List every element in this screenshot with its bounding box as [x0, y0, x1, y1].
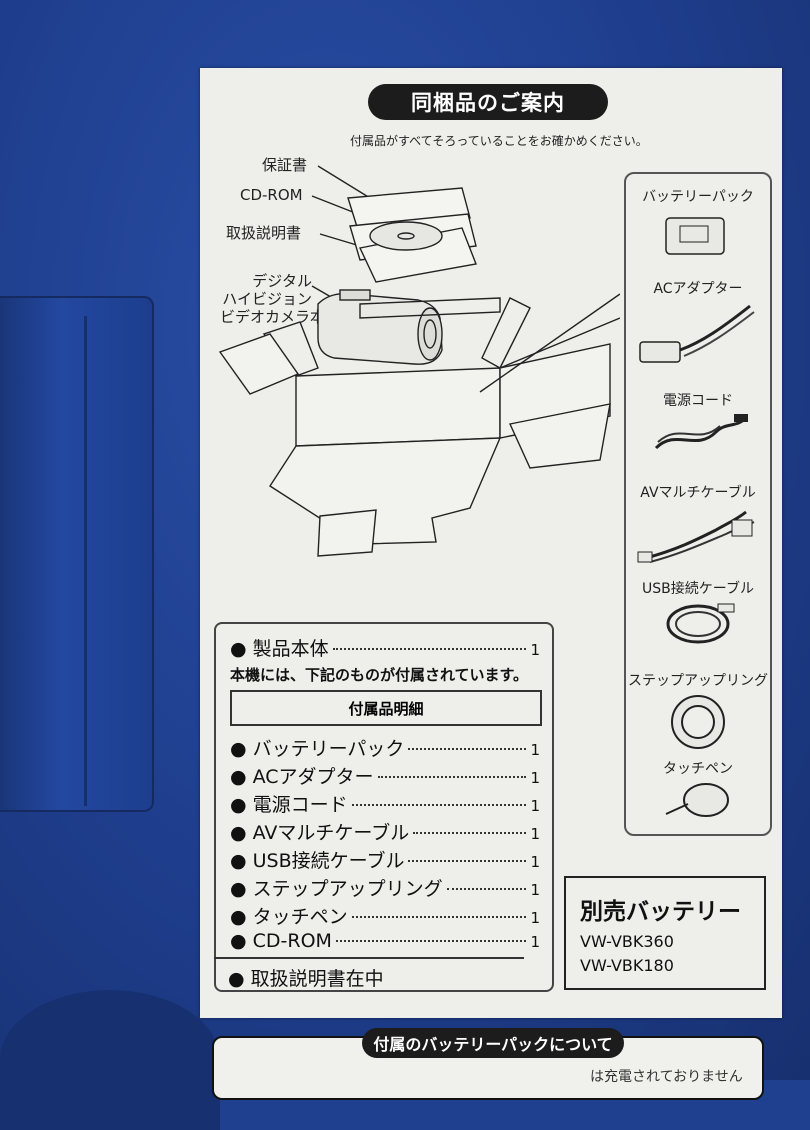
step-up-ring-icon: [671, 695, 725, 749]
contents-list-box: ● 製品本体 1 本機には、下記のものが付属されています。 付属品明細 ● バッ…: [214, 622, 554, 992]
list-item: ● ステップアップリング 1: [230, 874, 540, 901]
main-item-qty: 1: [530, 641, 540, 659]
contents-info-card: 同梱品のご案内 付属品がすべてそろっていることをお確かめください。 保証書 CD…: [200, 68, 782, 1018]
card-title: 同梱品のご案内: [368, 84, 608, 120]
list-item-qty: 1: [530, 797, 540, 815]
label-camera-line1: デジタル: [252, 272, 312, 290]
list-item-label: ● ステップアップリング: [230, 878, 443, 900]
battery-notice-box: 付属のバッテリーパックについて は充電されておりません: [212, 1028, 764, 1100]
acc-label-ac-adapter: ACアダプター: [653, 281, 743, 297]
list-item: ● ACアダプター 1: [230, 762, 540, 789]
list-item-qty: 1: [530, 881, 540, 899]
list-item-label: ● AVマルチケーブル: [230, 822, 410, 844]
battery-pack-icon: [665, 217, 725, 255]
flap-fold-line: [84, 316, 87, 806]
dotted-leader: [351, 916, 527, 918]
manual-included-text: ● 取扱説明書在中: [228, 968, 384, 990]
touch-pen-icon: [665, 783, 729, 817]
acc-label-usb-cable: USB接続ケーブル: [642, 581, 754, 597]
label-warranty: 保証書: [262, 156, 308, 174]
battery-notice-text: は充電されておりません: [590, 1069, 743, 1085]
usb-cable-icon: [666, 603, 735, 644]
box-side-flap: [0, 296, 154, 812]
battery-notice-title: 付属のバッテリーパックについて: [362, 1028, 624, 1058]
label-camera-line2: ハイビジョン: [222, 290, 312, 308]
contents-intro: 本機には、下記のものが付属されています。: [230, 666, 529, 684]
label-cdrom: CD-ROM: [240, 186, 303, 204]
list-item-qty: 1: [530, 909, 540, 927]
dotted-leader: [413, 832, 527, 834]
card-subtitle: 付属品がすべてそろっていることをお確かめください。: [350, 134, 648, 148]
list-item-qty: 1: [530, 853, 540, 871]
list-item-label: ● タッチペン: [230, 906, 348, 928]
list-item-label: ● USB接続ケーブル: [230, 850, 405, 872]
package-contents-illustration: [218, 165, 620, 557]
dotted-leader: [408, 748, 527, 750]
acc-label-step-up-ring: ステップアップリング: [628, 673, 768, 689]
power-cord-icon: [654, 414, 748, 450]
dotted-leader: [377, 776, 527, 778]
separate-battery-title: 別売バッテリー: [580, 899, 741, 925]
dotted-leader: [332, 648, 527, 650]
list-item: ● USB接続ケーブル 1: [230, 846, 540, 873]
acc-label-av-cable: AVマルチケーブル: [640, 485, 756, 501]
manual-included-note: ● 取扱説明書在中: [228, 964, 384, 991]
detail-header: 付属品明細: [230, 690, 542, 726]
list-item-qty: 1: [530, 933, 540, 951]
main-item-row: ● 製品本体 1: [230, 634, 540, 661]
dotted-leader: [446, 888, 527, 890]
dotted-leader: [408, 860, 527, 862]
list-item: ● CD-ROM 1: [230, 930, 540, 952]
main-item-label: ● 製品本体: [230, 638, 329, 660]
label-manual: 取扱説明書: [226, 224, 302, 242]
av-cable-icon: [637, 510, 755, 563]
box-bottom-arc: [0, 990, 220, 1130]
acc-label-touch-pen: タッチペン: [663, 761, 733, 777]
list-item-label: ● CD-ROM: [230, 930, 332, 952]
acc-label-power-cord: 電源コード: [663, 393, 733, 409]
list-item: ● AVマルチケーブル 1: [230, 818, 540, 845]
label-camera-line3: ビデオカメラ本体: [219, 308, 340, 326]
list-item: ● バッテリーパック 1: [230, 734, 540, 761]
list-item-qty: 1: [530, 741, 540, 759]
battery-model: VW-VBK360: [580, 932, 674, 951]
list-item-label: ● 電源コード: [230, 794, 348, 816]
list-item-qty: 1: [530, 769, 540, 787]
list-item-qty: 1: [530, 825, 540, 843]
acc-label-battery-pack: バッテリーパック: [642, 189, 754, 205]
list-separator: [214, 957, 524, 959]
separate-battery-box: 別売バッテリー VW-VBK360 VW-VBK180: [564, 876, 766, 990]
list-item-label: ● ACアダプター: [230, 766, 374, 788]
list-item-label: ● バッテリーパック: [230, 738, 405, 760]
ac-adapter-icon: [639, 304, 755, 363]
list-item: ● タッチペン 1: [230, 902, 540, 929]
list-item: ● 電源コード 1: [230, 790, 540, 817]
battery-model: VW-VBK180: [580, 956, 674, 975]
dotted-leader: [351, 804, 527, 806]
accessories-panel: バッテリーパック ACアダプター 電源コード AVマルチケーブル USB接続ケー…: [624, 172, 772, 836]
dotted-leader: [335, 940, 527, 942]
